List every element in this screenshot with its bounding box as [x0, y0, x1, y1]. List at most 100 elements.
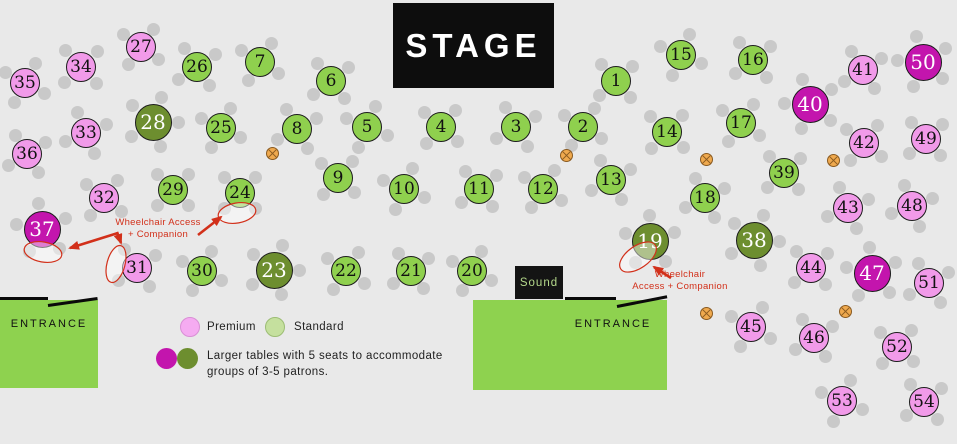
table-number: 49 [915, 129, 937, 149]
table-51[interactable]: 51 [914, 268, 944, 298]
table-29[interactable]: 29 [158, 175, 188, 205]
table-32[interactable]: 32 [89, 183, 119, 213]
seat [275, 288, 289, 302]
seat [873, 326, 887, 340]
seat [204, 141, 218, 155]
table-7[interactable]: 7 [245, 47, 275, 77]
table-41[interactable]: 41 [848, 55, 878, 85]
stage: STAGE [393, 3, 554, 88]
seat [142, 279, 156, 293]
table-42[interactable]: 42 [849, 128, 879, 158]
table-14[interactable]: 14 [652, 117, 682, 147]
large-standard-swatch [177, 348, 198, 369]
seat [194, 111, 208, 125]
table-5[interactable]: 5 [352, 112, 382, 142]
table-31[interactable]: 31 [122, 253, 152, 283]
seat [88, 146, 102, 160]
table-49[interactable]: 49 [911, 124, 941, 154]
table-number: 54 [913, 392, 935, 412]
table-3[interactable]: 3 [501, 112, 531, 142]
table-28[interactable]: 28 [134, 103, 172, 141]
table-52[interactable]: 52 [882, 332, 912, 362]
table-17[interactable]: 17 [726, 108, 756, 138]
table-34[interactable]: 34 [66, 52, 96, 82]
table-46[interactable]: 46 [799, 323, 829, 353]
seat [933, 149, 947, 163]
table-53[interactable]: 53 [827, 386, 857, 416]
seat [821, 209, 835, 223]
table-22[interactable]: 22 [331, 256, 361, 286]
table-13[interactable]: 13 [596, 165, 626, 195]
table-45[interactable]: 45 [736, 312, 766, 342]
seat [882, 286, 896, 300]
table-27[interactable]: 27 [126, 32, 156, 62]
table-23[interactable]: 23 [255, 251, 293, 289]
large-tables-note-line2: groups of 3-5 patrons. [207, 366, 329, 378]
seat [326, 282, 340, 296]
seat [840, 122, 854, 136]
seat [203, 78, 217, 92]
table-43[interactable]: 43 [833, 193, 863, 223]
seat [902, 146, 916, 160]
seat [931, 412, 945, 426]
seat [794, 121, 808, 135]
table-47[interactable]: 47 [853, 254, 891, 292]
table-9[interactable]: 9 [323, 163, 353, 193]
seat [215, 274, 229, 288]
table-11[interactable]: 11 [464, 174, 494, 204]
seat [124, 130, 138, 144]
table-1[interactable]: 1 [601, 66, 631, 96]
table-30[interactable]: 30 [187, 256, 217, 286]
table-39[interactable]: 39 [769, 158, 799, 188]
table-54[interactable]: 54 [909, 387, 939, 417]
seat [417, 191, 431, 205]
seat [249, 170, 263, 184]
seat [38, 135, 52, 149]
table-50[interactable]: 50 [904, 43, 942, 81]
seat [205, 244, 219, 258]
table-12[interactable]: 12 [528, 174, 558, 204]
table-number: 28 [140, 110, 166, 134]
table-16[interactable]: 16 [738, 45, 768, 75]
seat [788, 342, 802, 356]
table-18[interactable]: 18 [690, 183, 720, 213]
seat [628, 255, 642, 269]
table-8[interactable]: 8 [282, 114, 312, 144]
seat [926, 191, 940, 205]
table-number: 47 [859, 261, 885, 285]
table-4[interactable]: 4 [426, 112, 456, 142]
seat [53, 241, 67, 255]
table-15[interactable]: 15 [666, 40, 696, 70]
table-38[interactable]: 38 [735, 221, 773, 259]
seat [309, 111, 323, 125]
table-25[interactable]: 25 [206, 113, 236, 143]
table-44[interactable]: 44 [796, 253, 826, 283]
table-10[interactable]: 10 [389, 174, 419, 204]
table-6[interactable]: 6 [316, 66, 346, 96]
table-40[interactable]: 40 [791, 85, 829, 123]
table-number: 30 [191, 261, 213, 281]
table-48[interactable]: 48 [897, 191, 927, 221]
seat [900, 409, 914, 423]
seat [22, 245, 36, 259]
seat [757, 209, 771, 223]
table-2[interactable]: 2 [568, 112, 598, 142]
table-20[interactable]: 20 [457, 256, 487, 286]
seat [722, 134, 736, 148]
seat [275, 238, 289, 252]
table-26[interactable]: 26 [182, 52, 212, 82]
table-24[interactable]: 24 [225, 178, 255, 208]
seat [843, 153, 857, 167]
table-33[interactable]: 33 [71, 118, 101, 148]
table-36[interactable]: 36 [12, 139, 42, 169]
seat [246, 247, 260, 261]
table-19[interactable]: 19 [631, 222, 669, 260]
seat [524, 200, 538, 214]
table-37[interactable]: 37 [23, 210, 61, 248]
seat [823, 113, 837, 127]
table-35[interactable]: 35 [10, 68, 40, 98]
seat [905, 115, 919, 129]
pillar-marker [559, 148, 573, 162]
table-21[interactable]: 21 [396, 256, 426, 286]
table-number: 21 [400, 261, 422, 281]
